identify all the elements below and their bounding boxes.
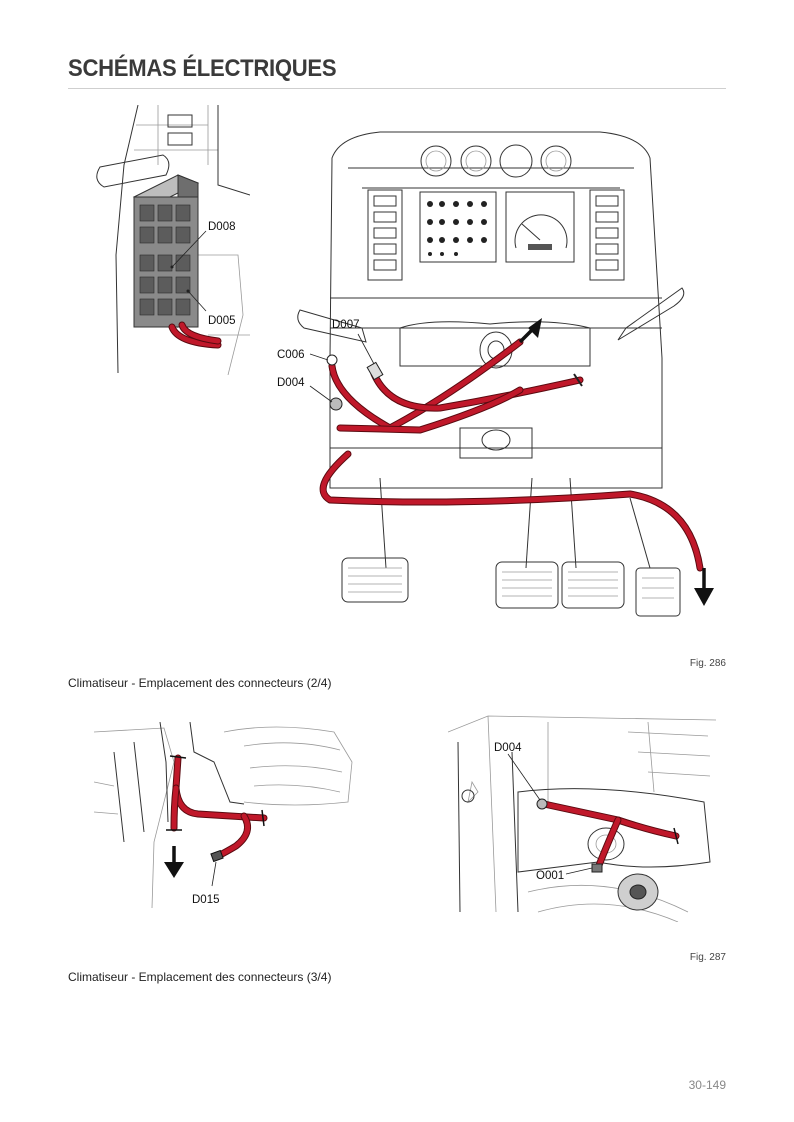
callout-d005: D005 — [208, 315, 236, 327]
switch-column-right — [589, 189, 625, 281]
ac-compressor — [587, 827, 659, 911]
callout-d015: D015 — [192, 894, 220, 906]
relay-module — [132, 174, 200, 328]
fig286-label: Fig. 286 — [689, 658, 726, 669]
gauge-cluster — [420, 144, 572, 178]
callout-d008: D008 — [208, 221, 236, 233]
tachometer — [505, 191, 575, 263]
fig286-main-dashboard: D007 C006 D004 — [270, 128, 730, 618]
callout-d007: D007 — [332, 319, 360, 331]
switch-column-left — [367, 189, 403, 281]
page-number: 30-149 — [688, 1078, 726, 1092]
page-title: SCHÉMAS ÉLECTRIQUES — [68, 55, 337, 82]
fig287-left-view: D015 — [94, 722, 356, 912]
fig286-inset-relay-module: D008 D005 — [68, 105, 250, 375]
fig287-label: Fig. 287 — [689, 952, 726, 963]
callout-d004: D004 — [494, 742, 522, 754]
warning-lights-panel — [419, 191, 497, 263]
fig287-right-view: D004 O001 — [448, 712, 716, 922]
callout-d004: D004 — [277, 377, 305, 389]
callout-c006: C006 — [277, 349, 305, 361]
title-divider — [68, 88, 726, 89]
callout-o001: O001 — [536, 870, 564, 882]
arrow-down-icon — [164, 862, 184, 878]
fig286-caption: Climatiseur - Emplacement des connecteur… — [68, 676, 332, 690]
arrow-down-icon — [694, 588, 714, 606]
fig287-caption: Climatiseur - Emplacement des connecteur… — [68, 970, 332, 984]
arrow-up-icon — [528, 318, 542, 338]
wiring-harness — [319, 338, 704, 572]
pedals — [341, 477, 681, 617]
